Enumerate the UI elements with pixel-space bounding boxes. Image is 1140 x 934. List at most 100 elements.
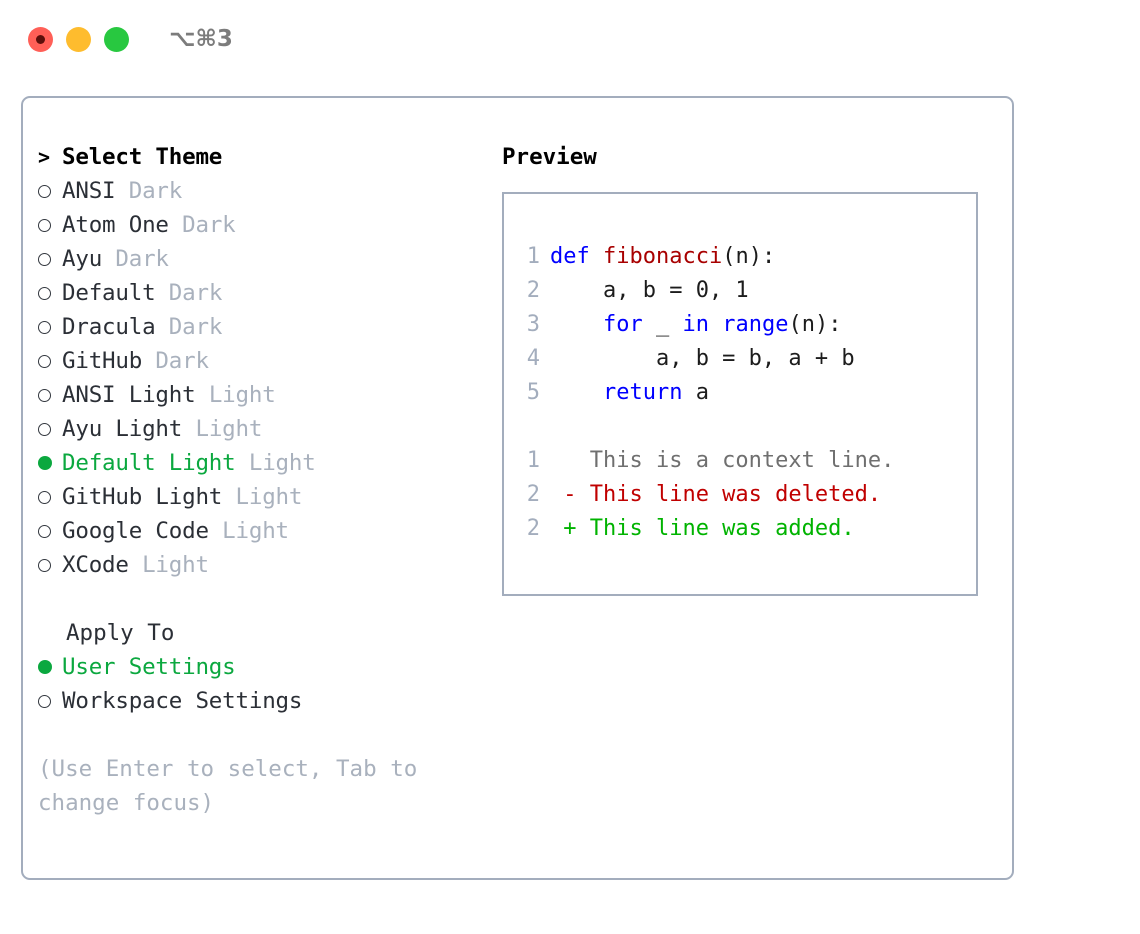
theme-list-item[interactable]: Default Dark: [38, 276, 488, 310]
radio-unselected-icon: [38, 423, 51, 436]
code-line: 2 a, b = 0, 1: [516, 274, 894, 308]
theme-item-label: Ayu Light: [62, 416, 183, 442]
theme-item-tag: Dark: [155, 314, 223, 340]
diff-line: 2 - This line was deleted.: [516, 478, 894, 512]
select-theme-header: > Select Theme: [38, 140, 488, 174]
apply-to-option[interactable]: User Settings: [38, 650, 488, 684]
radio-unselected-icon: [38, 695, 51, 708]
apply-to-label: User Settings: [62, 654, 236, 680]
theme-list-item[interactable]: Ayu Dark: [38, 242, 488, 276]
close-button[interactable]: [28, 26, 53, 52]
theme-radio-marker: [38, 344, 62, 378]
theme-item-tag: Dark: [115, 178, 183, 204]
theme-item-tag: Light: [128, 552, 209, 578]
theme-list-item[interactable]: Ayu Light Light: [38, 412, 488, 446]
theme-radio-marker: [38, 446, 62, 480]
window-title: ⌥⌘3: [169, 26, 233, 52]
theme-item-label: Dracula: [62, 314, 156, 340]
code-token: range: [722, 312, 789, 337]
diff-line-number: 2: [526, 516, 540, 541]
theme-item-label: ANSI: [62, 178, 116, 204]
code-line-number: 5: [526, 380, 540, 405]
code-token: _: [642, 312, 683, 337]
theme-item-label: Atom One: [62, 212, 169, 238]
section-spacer: [38, 582, 488, 616]
theme-item-tag: Light: [182, 416, 263, 442]
prompt-caret-icon: >: [38, 145, 50, 169]
minimize-button[interactable]: [66, 26, 91, 52]
maximize-button[interactable]: [104, 26, 129, 52]
recording-indicator-icon: [36, 34, 45, 44]
code-token: (n):: [722, 244, 776, 269]
theme-radio-marker: [38, 412, 62, 446]
apply-to-label: Workspace Settings: [62, 688, 303, 714]
theme-list-item[interactable]: GitHub Dark: [38, 344, 488, 378]
theme-item-tag: Dark: [155, 280, 223, 306]
theme-list-item[interactable]: GitHub Light Light: [38, 480, 488, 514]
theme-item-tag: Light: [208, 518, 289, 544]
theme-radio-marker: [38, 276, 62, 310]
code-diff-spacer: [516, 410, 894, 444]
code-token: [550, 380, 603, 405]
apply-to-header: Apply To: [66, 620, 175, 646]
radio-unselected-icon: [38, 321, 51, 334]
theme-list-item[interactable]: ANSI Dark: [38, 174, 488, 208]
radio-unselected-icon: [38, 491, 51, 504]
theme-item-label: GitHub: [62, 348, 143, 374]
theme-radio-marker: [38, 310, 62, 344]
radio-unselected-icon: [38, 355, 51, 368]
code-line-number: 2: [526, 278, 540, 303]
diff-line: 1 This is a context line.: [516, 444, 895, 478]
diff-line-text: - This line was deleted.: [550, 482, 882, 507]
select-theme-label: Select Theme: [62, 144, 223, 170]
keyboard-hint: (Use Enter to select, Tab to change focu…: [38, 756, 418, 816]
theme-list-item[interactable]: Dracula Dark: [38, 310, 488, 344]
theme-item-label: GitHub Light: [62, 484, 223, 510]
apply-to-option[interactable]: Workspace Settings: [38, 684, 488, 718]
theme-list-item[interactable]: ANSI Light Light: [38, 378, 488, 412]
theme-item-tag: Dark: [102, 246, 169, 272]
code-line-number: 3: [526, 312, 540, 337]
code-token: [550, 312, 603, 337]
title-bar: ⌥⌘3: [0, 0, 1140, 78]
code-token: fibonacci: [602, 244, 723, 269]
diff-line: 2 + This line was added.: [516, 512, 894, 546]
traffic-lights: [28, 26, 129, 52]
apply-to-radio-marker: [38, 684, 62, 718]
theme-item-label: XCode: [62, 552, 129, 578]
theme-radio-marker: [38, 242, 62, 276]
theme-list-item[interactable]: XCode Light: [38, 548, 488, 582]
preview-label: Preview: [502, 144, 597, 170]
theme-item-tag: Dark: [168, 212, 236, 238]
code-line-number: 4: [526, 346, 540, 371]
theme-list-item[interactable]: Google Code Light: [38, 514, 488, 548]
radio-unselected-icon: [38, 287, 51, 300]
theme-list-item[interactable]: Default Light Light: [38, 446, 488, 480]
diff-line-number: 1: [526, 448, 540, 473]
code-line-number: 1: [526, 244, 540, 269]
code-token: a, b = b, a + b: [550, 346, 855, 371]
theme-radio-marker: [38, 548, 62, 582]
diff-line-text: This is a context line.: [550, 448, 895, 473]
code-token: a: [682, 380, 709, 405]
theme-list-item[interactable]: Atom One Dark: [38, 208, 488, 242]
radio-selected-icon: [38, 660, 52, 674]
code-token: [709, 312, 722, 337]
theme-item-tag: Light: [222, 484, 303, 510]
code-token: for: [602, 312, 643, 337]
theme-item-label: ANSI Light: [62, 382, 196, 408]
theme-radio-marker: [38, 208, 62, 242]
code-line: 3 for _ in range(n):: [516, 308, 894, 342]
theme-item-tag: Light: [235, 450, 316, 476]
theme-item-label: Default: [62, 280, 156, 306]
diff-line-number: 2: [526, 482, 540, 507]
radio-selected-icon: [38, 456, 52, 470]
